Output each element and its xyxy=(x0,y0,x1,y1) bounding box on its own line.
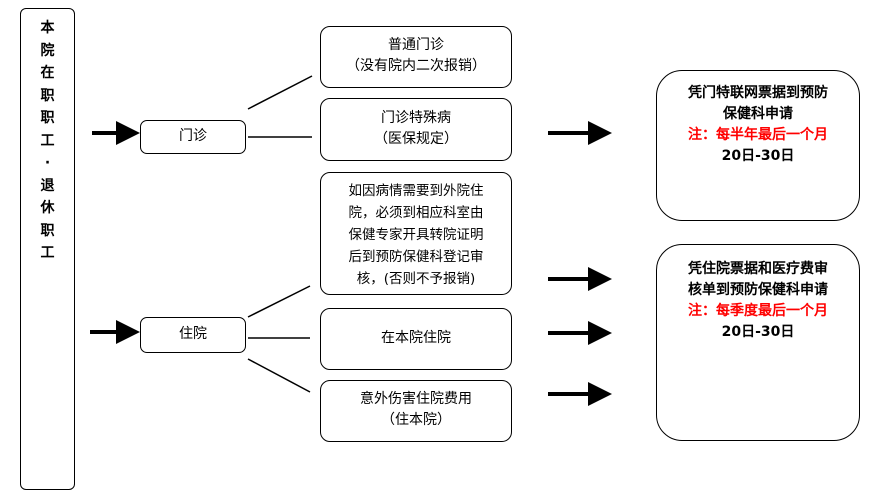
outpatient-result-box: 凭门特联网票据到预防 保健科申请 注：每半年最后一个月 20日-30日 xyxy=(656,70,860,221)
branch-inpatient-accident xyxy=(247,358,311,393)
local-inpatient-box: 在本院住院 xyxy=(320,308,512,370)
inpatient-result-dates: 20日-30日 xyxy=(721,324,795,340)
transfer-line: 院，必须到相应科室由 xyxy=(348,205,484,221)
employees-char: 在 xyxy=(40,65,55,81)
normal-outpatient-title: 普通门诊 xyxy=(388,37,444,53)
outpatient-result-line: 保健科申请 xyxy=(723,106,793,122)
special-outpatient-title: 门诊特殊病 xyxy=(381,110,451,126)
outpatient-box: 门诊 xyxy=(140,120,246,154)
local-inpatient-label: 在本院住院 xyxy=(381,330,451,346)
transfer-line: 核，(否则不予报销) xyxy=(356,271,476,287)
employees-char: 职 xyxy=(40,222,55,239)
accident-title: 意外伤害住院费用 xyxy=(360,391,472,407)
inpatient-result-line: 核单到预防保健科申请 xyxy=(688,282,828,298)
employees-char: 休 xyxy=(40,200,55,216)
accident-note: （住本院） xyxy=(381,412,451,428)
inpatient-result-box: 凭住院票据和医疗费审 核单到预防保健科申请 注：每季度最后一个月 20日-30日 xyxy=(656,244,860,441)
transfer-box: 如因病情需要到外院住 院，必须到相应科室由 保健专家开具转院证明 后到预防保健科… xyxy=(320,172,512,295)
special-outpatient-note: （医保规定） xyxy=(374,131,458,147)
accident-box: 意外伤害住院费用 （住本院） xyxy=(320,380,512,442)
inpatient-label: 住院 xyxy=(179,326,207,342)
employees-char: · xyxy=(44,155,51,171)
employees-char: 退 xyxy=(40,177,55,194)
employees-char: 工 xyxy=(40,245,55,261)
employees-char: 院 xyxy=(40,42,55,59)
special-outpatient-box: 门诊特殊病 （医保规定） xyxy=(320,98,512,161)
employees-char: 职 xyxy=(40,87,55,104)
employees-box: 本 院 在 职 职 工 · 退 休 职 工 xyxy=(20,8,75,490)
employees-char: 职 xyxy=(40,110,55,126)
inpatient-result-note: 注：每季度最后一个月 xyxy=(688,303,828,319)
transfer-line: 如因病情需要到外院住 xyxy=(348,183,484,199)
inpatient-box: 住院 xyxy=(140,317,246,353)
branch-outpatient-normal xyxy=(247,75,313,110)
employees-char: 工 xyxy=(40,132,55,149)
employees-char: 本 xyxy=(40,20,55,36)
inpatient-result-line: 凭住院票据和医疗费审 xyxy=(688,261,828,277)
transfer-line: 后到预防保健科登记审 xyxy=(348,249,484,265)
outpatient-result-line: 凭门特联网票据到预防 xyxy=(688,85,828,101)
transfer-line: 保健专家开具转院证明 xyxy=(348,227,484,243)
outpatient-result-dates: 20日-30日 xyxy=(721,148,795,164)
outpatient-result-note: 注：每半年最后一个月 xyxy=(688,127,828,143)
normal-outpatient-box: 普通门诊 （没有院内二次报销） xyxy=(320,26,512,88)
normal-outpatient-note: （没有院内二次报销） xyxy=(346,58,486,74)
branch-inpatient-transfer xyxy=(247,285,311,318)
outpatient-label: 门诊 xyxy=(179,128,207,144)
